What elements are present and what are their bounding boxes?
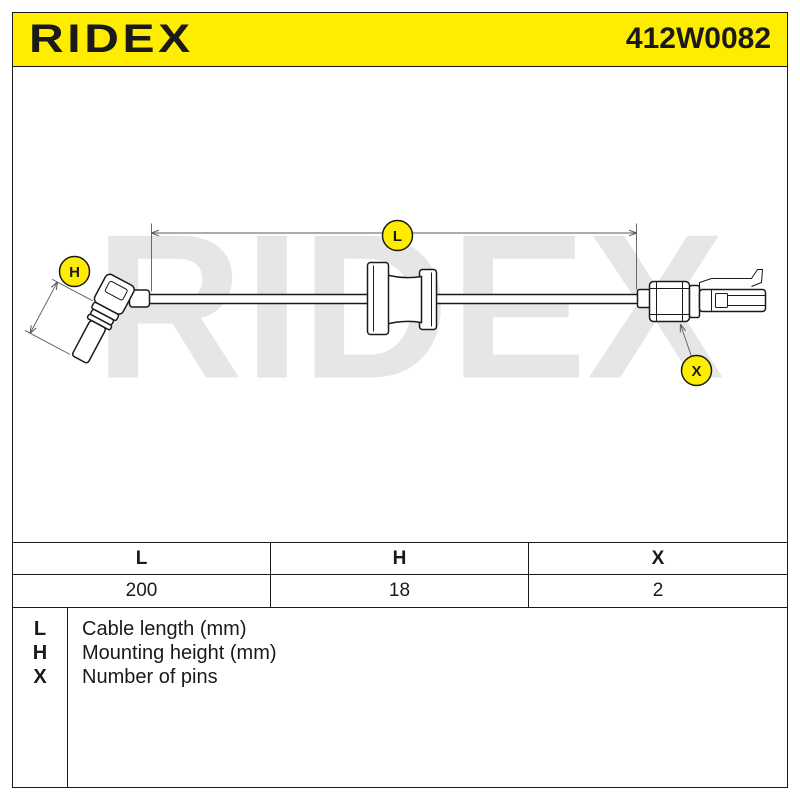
spec-value-length: 200 [13,575,271,607]
drawing-canvas: RIDEX [24,192,767,422]
spec-header-pins: X [529,543,787,575]
brand-logo: RIDEX [29,16,194,61]
legend-description-column: Cable length (mm) Mounting height (mm) N… [68,608,277,787]
dimension-height-ext-bottom [24,330,71,355]
connector-strain-relief [636,288,652,309]
grommet-body [384,273,423,326]
callout-length: L [381,219,414,252]
connector-lock-window [715,293,728,308]
legend-key-length: L [33,618,47,640]
legend-key-pins: X [33,666,47,688]
sensor-shaft [71,320,106,364]
legend-description-length: Cable length (mm) [82,618,247,640]
legend-key-height: H [32,642,48,664]
spec-header-length: L [13,543,271,575]
technical-drawing: RIDEX [13,67,787,542]
legend-description-pins: Number of pins [82,666,218,688]
electrical-connector [636,269,767,323]
pins-leader-line [681,325,692,357]
spec-table: L H X 200 18 2 [13,542,787,607]
callout-length-label: L [393,228,402,245]
product-sheet: RIDEX 412W0082 RIDEX [12,12,788,788]
dimension-height-ext-top [51,278,93,302]
legend: L H X Cable length (mm) Mounting height … [13,607,787,787]
callout-height: H [58,255,91,288]
callout-height-label: H [69,264,80,281]
spec-header-height: H [271,543,529,575]
callout-height-circle [58,255,91,288]
callout-pins-circle [680,354,713,387]
legend-description-height: Mounting height (mm) [82,642,277,664]
part-number: 412W0082 [625,22,771,55]
spec-value-height: 18 [271,575,529,607]
grommet-left-flange [366,261,390,336]
connector-plug [698,288,767,313]
legend-key-column: L H X [13,608,68,787]
dimension-height-line [30,282,57,333]
connector-flange [688,284,701,319]
callout-pins-label: X [691,363,701,380]
spec-value-pins: 2 [652,580,664,601]
connector-housing [648,280,691,323]
wheel-speed-sensor [24,273,135,364]
cable-grommet [366,261,438,336]
sensor-head-detail [104,280,128,301]
connector-latch [699,269,764,290]
callout-pins: X [680,354,713,387]
header-bar: RIDEX 412W0082 [13,13,787,67]
callout-length-circle [381,219,414,252]
